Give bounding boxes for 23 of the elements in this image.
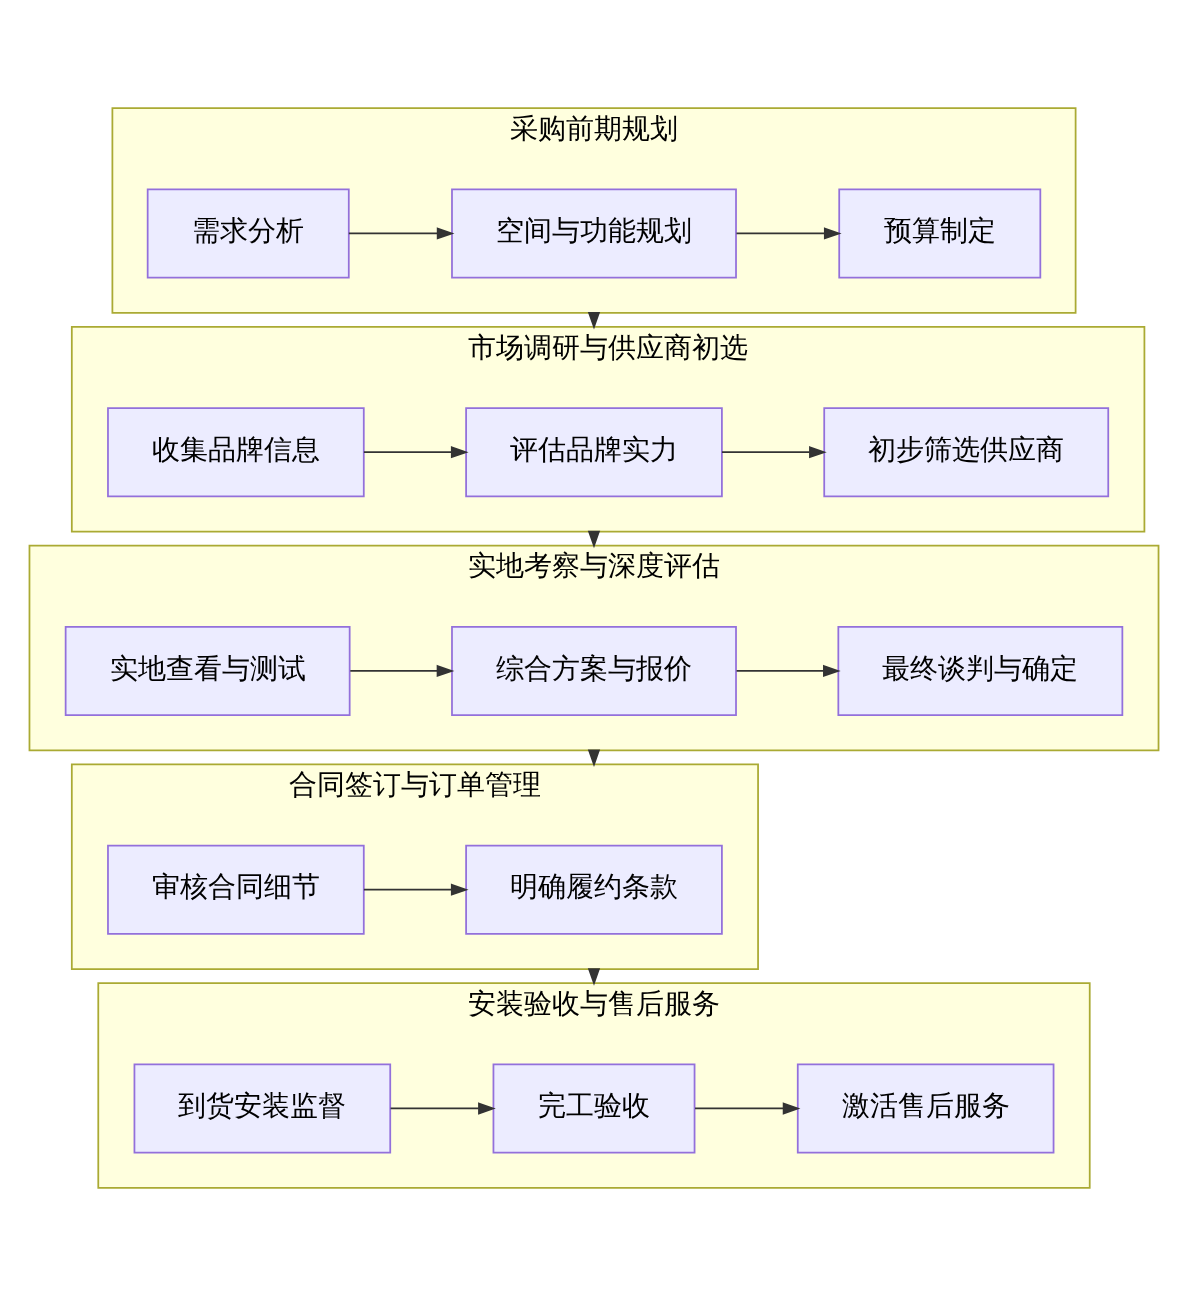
node-box: 激活售后服务 <box>796 1063 1055 1154</box>
node-box: 评估品牌实力 <box>465 407 723 498</box>
node-box: 空间与功能规划 <box>451 188 737 279</box>
node-box: 实地查看与测试 <box>64 625 351 716</box>
node-box: 明确履约条款 <box>465 844 723 935</box>
node-box: 需求分析 <box>146 188 350 279</box>
arrow <box>363 446 469 459</box>
arrow <box>735 664 841 678</box>
node-box: 预算制定 <box>838 188 1042 279</box>
arrow <box>694 1102 801 1115</box>
node-box: 综合方案与报价 <box>451 625 737 716</box>
arrow <box>347 227 455 240</box>
node-box: 到货安装监督 <box>133 1063 392 1154</box>
arrow <box>349 664 455 678</box>
arrow <box>721 446 827 459</box>
arrow <box>389 1102 496 1115</box>
node-box: 完工验收 <box>492 1063 696 1154</box>
arrow <box>363 883 469 896</box>
node-box: 初步筛选供应商 <box>823 407 1110 498</box>
arrow <box>735 227 842 240</box>
node-box: 收集品牌信息 <box>107 407 365 498</box>
node-box: 最终谈判与确定 <box>837 625 1124 716</box>
node-box: 审核合同细节 <box>107 844 365 935</box>
